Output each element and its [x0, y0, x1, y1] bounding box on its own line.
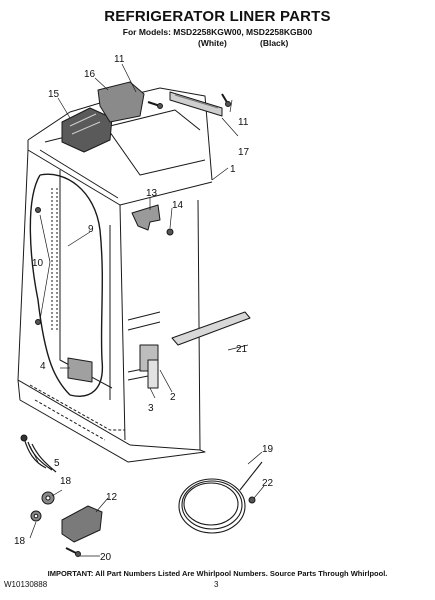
harness-part-5: [23, 437, 57, 473]
liner-bottom-edge: [17, 379, 206, 463]
callout-18-upper: 18: [60, 476, 72, 487]
callout-18-lower: 18: [14, 536, 26, 547]
callout-1: 1: [230, 164, 236, 175]
liner-right-front-edge: [119, 204, 126, 441]
callout-13: 13: [146, 188, 158, 199]
liner-floor-step: [29, 384, 125, 441]
callout-11-top: 11: [114, 54, 125, 65]
liner-inner-divider: [129, 199, 201, 451]
liner-front-top-edge: [27, 140, 213, 206]
variant-white: (White): [198, 38, 227, 48]
callout-20: 20: [100, 552, 112, 563]
housing-part-15: [61, 107, 113, 153]
page-title: REFRIGERATOR LINER PARTS: [104, 8, 331, 25]
cover-part-16: [97, 81, 145, 123]
lower-brace-21: [171, 311, 251, 346]
liner-back-panel: [59, 170, 113, 400]
wiring-harness: [29, 173, 104, 397]
callout-10: 10: [32, 258, 44, 269]
callout-2: 2: [170, 392, 176, 403]
coil-part-19: [178, 461, 263, 534]
callout-11-right: 11: [238, 117, 249, 128]
callout-16: 16: [84, 69, 96, 80]
callout-19: 19: [262, 444, 274, 455]
callout-4: 4: [40, 361, 46, 372]
callout-21: 21: [236, 344, 248, 355]
callout-12: 12: [106, 492, 118, 503]
page-number: 3: [214, 580, 219, 589]
callout-15: 15: [48, 89, 60, 100]
screw-10b: [35, 319, 41, 325]
callout-14: 14: [172, 200, 184, 211]
callout-22: 22: [262, 478, 274, 489]
callout-5: 5: [54, 458, 60, 469]
bracket-13: [131, 204, 161, 231]
footer-important-note: IMPORTANT: All Part Numbers Listed Are W…: [47, 569, 388, 578]
left-vertical-rail: [51, 188, 58, 330]
liner-left-front-edge: [17, 149, 131, 446]
model-numbers: For Models: MSD2258KGW00, MSD2258KGB00: [122, 27, 313, 37]
hinge-part-12: [61, 505, 103, 543]
liner-shelf-rails: [127, 311, 161, 381]
screw-14: [166, 228, 174, 236]
document-number: W10130888: [4, 580, 48, 589]
vent-part-4: [67, 357, 93, 383]
top-brace-17: [169, 91, 223, 117]
callout-3: 3: [148, 403, 154, 414]
screw-10a: [35, 207, 41, 213]
slot-part-3: [147, 359, 159, 389]
callout-9: 9: [88, 224, 94, 235]
variant-black: (Black): [260, 38, 289, 48]
screw-22: [248, 496, 256, 504]
callout-17: 17: [238, 147, 250, 158]
